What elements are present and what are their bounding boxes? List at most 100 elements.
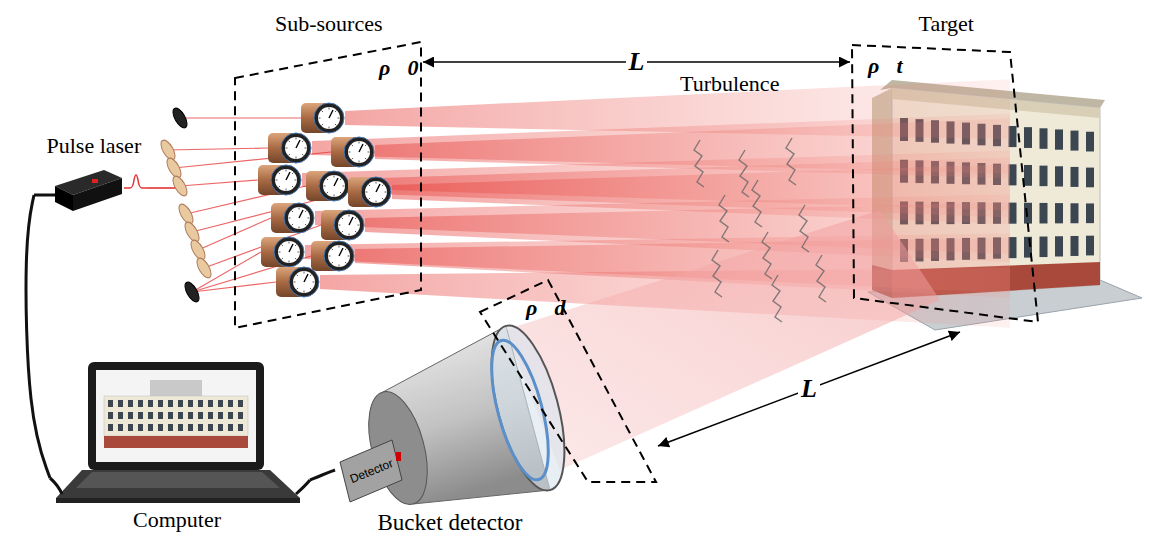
- windows: [1086, 236, 1094, 256]
- screen-windows: [158, 400, 163, 407]
- sub-source-modulators: [302, 141, 303, 142]
- sub-source-modulators: [289, 267, 319, 297]
- sub-source-modulators: [352, 145, 353, 146]
- sub-source-modulators: [286, 189, 287, 191]
- laser-side: [55, 186, 73, 211]
- screen-windows: [128, 424, 133, 431]
- screen-windows: [118, 424, 123, 431]
- sub-source-modulators: [340, 179, 341, 180]
- screen-windows: [148, 424, 153, 431]
- sub-source-modulators: [349, 152, 351, 153]
- windows: [1055, 236, 1063, 256]
- sub-source-modulators: [352, 158, 353, 159]
- dashed-plane: [478, 278, 658, 486]
- sub-source-modulators: [258, 103, 391, 297]
- windows: [1071, 236, 1079, 256]
- screen-building: [150, 380, 202, 396]
- screen-windows: [108, 424, 113, 431]
- screen-windows: [128, 400, 133, 407]
- detector-window: [396, 452, 401, 461]
- target-plane: Targetρ⃗t: [850, 10, 1042, 332]
- laptop-bezel: [88, 362, 264, 470]
- screen-windows: [238, 400, 243, 407]
- turbulence-symbol: [694, 140, 704, 187]
- sub-source-modulators: [261, 237, 304, 267]
- sub-source-modulators: [319, 171, 349, 201]
- sub-source-modulators: [327, 179, 328, 180]
- sub-source-modulators: [361, 177, 391, 207]
- sub-source-modulators: [359, 161, 360, 163]
- cable-stub: [296, 480, 310, 494]
- sub-source-modulators: [338, 214, 360, 236]
- sub-source-modulators: [297, 288, 298, 289]
- sub-source-modulators: [258, 165, 301, 195]
- laptop-base: [56, 498, 300, 503]
- cable-stub: [50, 478, 62, 494]
- sub-source-modulators: [382, 198, 383, 199]
- sub-source-modulators: [328, 245, 350, 267]
- screen-windows: [198, 400, 203, 407]
- sub-source-modulators: [342, 218, 343, 219]
- distance-arrow: [658, 332, 960, 446]
- screen-windows: [188, 412, 193, 419]
- sub-source-modulators: [376, 182, 377, 184]
- sub-source-modulators: [295, 245, 296, 246]
- sub-source-modulators: [305, 211, 306, 212]
- sub-source-modulators: [296, 138, 297, 140]
- sub-source-modulators: [365, 181, 387, 203]
- sub-source-modulators: [301, 103, 344, 133]
- sub-source-modulators: [348, 256, 350, 257]
- sub-source-modulators: [332, 249, 333, 250]
- distance-label: L: [798, 376, 820, 402]
- laptop-screen: [96, 370, 256, 462]
- sub-source-modulators: [329, 110, 333, 118]
- coordinate-symbol: ρ⃗0: [379, 56, 418, 80]
- sub-source-modulators: [365, 145, 366, 146]
- sub-source-modulators: [289, 154, 290, 155]
- sub-source-modulators: [340, 192, 341, 193]
- sub-source-modulators: [355, 218, 356, 219]
- sub-source-modulators: [275, 169, 297, 191]
- node-label: Detector: [348, 456, 395, 485]
- sub-source-modulators: [289, 244, 293, 252]
- sub-source-modulators: [297, 275, 298, 276]
- sub-source-modulators: [299, 208, 300, 210]
- sub-source-modulators: [376, 184, 380, 192]
- sub-source-modulators: [366, 192, 368, 193]
- sub-source-modulators: [313, 282, 315, 283]
- sub-source-modulators: [348, 177, 391, 207]
- mirrors: [182, 280, 202, 304]
- sub-source-modulators: [345, 262, 346, 263]
- windows: [1086, 203, 1094, 223]
- screen-windows: [178, 424, 183, 431]
- sub-source-modulators: [279, 173, 280, 174]
- distance-label: L: [626, 49, 648, 75]
- sub-source-modulators: [327, 192, 328, 193]
- windows: [1086, 168, 1094, 188]
- mirrors: [158, 106, 214, 304]
- screen-windows: [218, 400, 223, 407]
- sub-source-modulators: [344, 137, 374, 167]
- sub-source-modulators: [274, 237, 304, 267]
- feed-beams: [180, 180, 258, 186]
- screen-windows: [218, 412, 223, 419]
- sub-source-modulators: [339, 225, 341, 226]
- sub-source-modulators: [311, 241, 354, 271]
- dashed-plane: [852, 45, 1038, 322]
- turbulence-symbol: [786, 138, 796, 185]
- sub-source-modulators: [282, 258, 283, 259]
- cable-stub: [34, 194, 55, 197]
- sub-source-modulators: [278, 241, 300, 263]
- turbulence-symbol: [739, 150, 749, 197]
- detector-plane: ρ⃗d: [478, 278, 658, 486]
- laser-indicator: [92, 179, 98, 183]
- sub-source-modulators: [324, 241, 354, 271]
- sub-source-modulators: [268, 133, 311, 163]
- sub-source-modulators: [292, 211, 293, 212]
- sub-source-modulators: [304, 272, 305, 274]
- sub-source-modulators: [322, 111, 323, 112]
- sub-source-modulators: [349, 215, 350, 217]
- telescope: [340, 318, 579, 511]
